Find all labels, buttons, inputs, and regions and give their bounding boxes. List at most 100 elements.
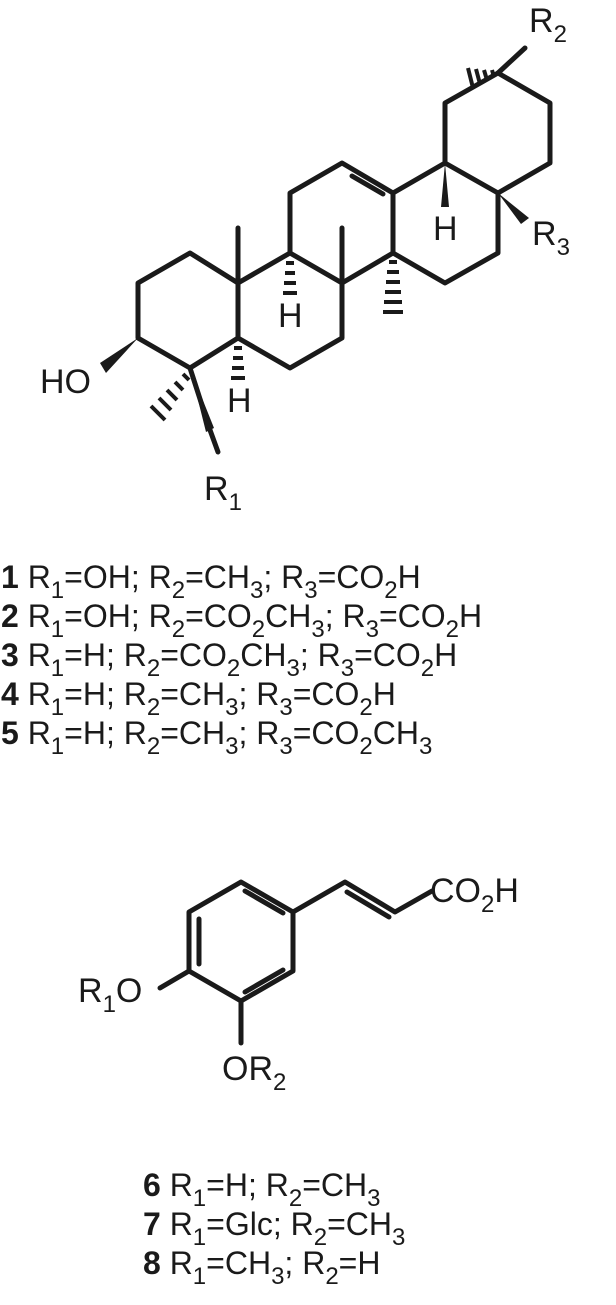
compound-number: 2 xyxy=(1,598,19,634)
formula-text: =H; R xyxy=(206,1167,289,1203)
ring-e xyxy=(442,70,553,196)
compound-6-definition: 6 R1=H; R2=CH3 xyxy=(143,1167,380,1212)
formula-text: R xyxy=(78,972,103,1010)
formula-text: ; R xyxy=(300,637,341,673)
formula-text: OR xyxy=(222,1050,273,1088)
formula-subscript: 2 xyxy=(384,577,397,604)
formula-subscript: 3 xyxy=(304,577,317,604)
wedge-c18-h xyxy=(441,163,449,207)
formula-text: =CO xyxy=(379,598,446,634)
formula-subscript: 2 xyxy=(252,616,265,643)
formula-text: =CH xyxy=(302,1167,367,1203)
formula-text: =CO xyxy=(354,637,421,673)
formula-text: R xyxy=(170,1245,193,1281)
h-c18-label: H xyxy=(433,210,458,248)
formula-subscript: 3 xyxy=(279,694,292,721)
formula-subscript: 3 xyxy=(311,616,324,643)
formula-text: =OH; R xyxy=(64,598,172,634)
formula-text: =H; R xyxy=(64,715,147,751)
formula-subscript: 3 xyxy=(225,733,238,760)
formula-text: =CO xyxy=(185,598,252,634)
ring-b xyxy=(235,250,345,371)
formula-subscript: 2 xyxy=(325,1263,338,1290)
formula-subscript: 3 xyxy=(286,655,299,682)
compound-number: 1 xyxy=(1,559,19,595)
benzene-ring xyxy=(186,879,296,1004)
formula-text: =CH xyxy=(160,715,225,751)
compound-number: 8 xyxy=(143,1245,161,1281)
ring-d xyxy=(390,160,501,286)
hash-c5-h xyxy=(231,346,245,380)
formula-text: =CO xyxy=(293,715,360,751)
spacer xyxy=(19,637,28,673)
wedge-c17-r3 xyxy=(498,193,529,224)
formula-subscript: 2 xyxy=(314,1224,327,1251)
formula-text: =H xyxy=(339,1245,381,1281)
c4-o-bond xyxy=(157,968,192,991)
formula-subscript: 1 xyxy=(51,577,64,604)
r1o-label: R1O xyxy=(78,972,142,1018)
side-chain xyxy=(290,879,435,915)
formula-subscript: 2 xyxy=(481,891,494,918)
wedge-c3-oh xyxy=(100,338,138,373)
formula-text: =CH xyxy=(160,676,225,712)
r2-label: R2 xyxy=(529,2,567,48)
wedge-c4-ch2 xyxy=(190,368,214,432)
compound-7-definition: 7 R1=Glc; R2=CH3 xyxy=(143,1206,405,1251)
formula-text: CH xyxy=(373,715,419,751)
formula-text: ; R xyxy=(238,676,279,712)
formula-text: =CH xyxy=(185,559,250,595)
compound-2-definition: 2 R1=OH; R2=CO2CH3; R3=CO2H xyxy=(1,598,482,643)
formula-subscript: 3 xyxy=(392,1224,405,1251)
cinnamic-skeleton: CO2H R1O OR2 xyxy=(78,872,519,1096)
r3-label: R3 xyxy=(532,215,570,261)
formula-text: =CH xyxy=(206,1245,271,1281)
formula-text: R xyxy=(170,1206,193,1242)
formula-text: ; R xyxy=(284,1245,325,1281)
spacer xyxy=(19,715,28,751)
formula-subscript: 3 xyxy=(341,655,354,682)
hash-c14-methyl xyxy=(383,260,403,314)
formula-subscript: 3 xyxy=(225,694,238,721)
formula-subscript: 2 xyxy=(172,616,185,643)
compound-number: 6 xyxy=(143,1167,161,1203)
formula-subscript: 3 xyxy=(250,577,263,604)
formula-text: =H; R xyxy=(64,637,147,673)
c20-r2-bond xyxy=(495,45,528,76)
benzene-inner-bond-2 xyxy=(242,888,286,916)
formula-text: H xyxy=(494,872,519,910)
formula-subscript: 1 xyxy=(51,733,64,760)
formula-subscript: 2 xyxy=(147,655,160,682)
formula-text: CO xyxy=(430,872,481,910)
formula-subscript: 1 xyxy=(51,655,64,682)
formula-text: R xyxy=(28,715,51,751)
formula-subscript: 2 xyxy=(359,694,372,721)
formula-text: R xyxy=(28,637,51,673)
benzene-inner-bond-3 xyxy=(242,967,286,995)
hash-c20-methyl xyxy=(466,67,496,89)
spacer xyxy=(161,1245,170,1281)
formula-text: ; R xyxy=(238,715,279,751)
formula-text: =H; R xyxy=(64,676,147,712)
formula-subscript: 2 xyxy=(172,577,185,604)
formula-subscript: 3 xyxy=(367,1185,380,1212)
spacer xyxy=(161,1206,170,1242)
formula-subscript: 2 xyxy=(289,1185,302,1212)
formula-subscript: 1 xyxy=(51,694,64,721)
formula-text: H xyxy=(398,559,421,595)
h-c5-label: H xyxy=(227,382,252,420)
or2-label: OR2 xyxy=(222,1050,286,1096)
formula-subscript: 3 xyxy=(366,616,379,643)
ring-a xyxy=(135,250,241,371)
compound-number: 3 xyxy=(1,637,19,673)
formula-subscript: 1 xyxy=(193,1185,206,1212)
formula-subscript: 2 xyxy=(421,655,434,682)
formula-subscript: 2 xyxy=(359,733,372,760)
formula-subscript: 3 xyxy=(419,733,432,760)
compound-number: 4 xyxy=(1,676,19,712)
r1-link xyxy=(207,427,221,455)
compound-3-definition: 3 R1=H; R2=CO2CH3; R3=CO2H xyxy=(1,637,457,682)
